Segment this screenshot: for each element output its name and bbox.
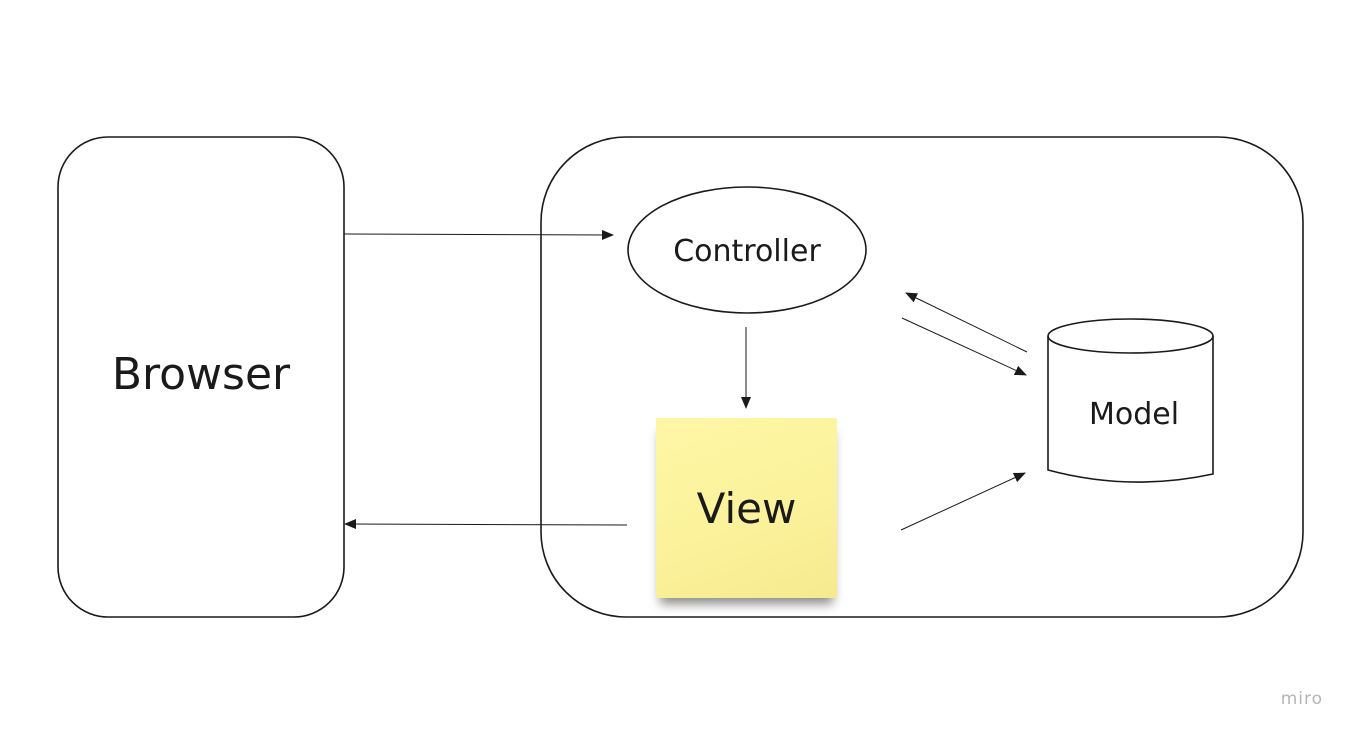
view-label: View xyxy=(696,483,797,533)
model-cylinder[interactable] xyxy=(1047,318,1214,483)
edge-model-to-controller[interactable] xyxy=(905,292,1028,353)
server-container[interactable] xyxy=(540,136,1304,618)
miro-watermark: miro xyxy=(1280,689,1323,709)
edge-view-to-browser[interactable] xyxy=(344,519,628,530)
edge-view-to-model[interactable] xyxy=(900,472,1026,531)
edge-browser-to-controller[interactable] xyxy=(343,229,614,240)
model-label: Model xyxy=(1088,396,1180,432)
edge-controller-to-model[interactable] xyxy=(901,317,1027,376)
browser-label: Browser xyxy=(111,348,291,400)
browser-box[interactable] xyxy=(57,136,345,618)
controller-ellipse[interactable] xyxy=(627,186,867,314)
controller-label: Controller xyxy=(673,233,821,269)
view-sticky-note[interactable]: View xyxy=(656,418,837,598)
